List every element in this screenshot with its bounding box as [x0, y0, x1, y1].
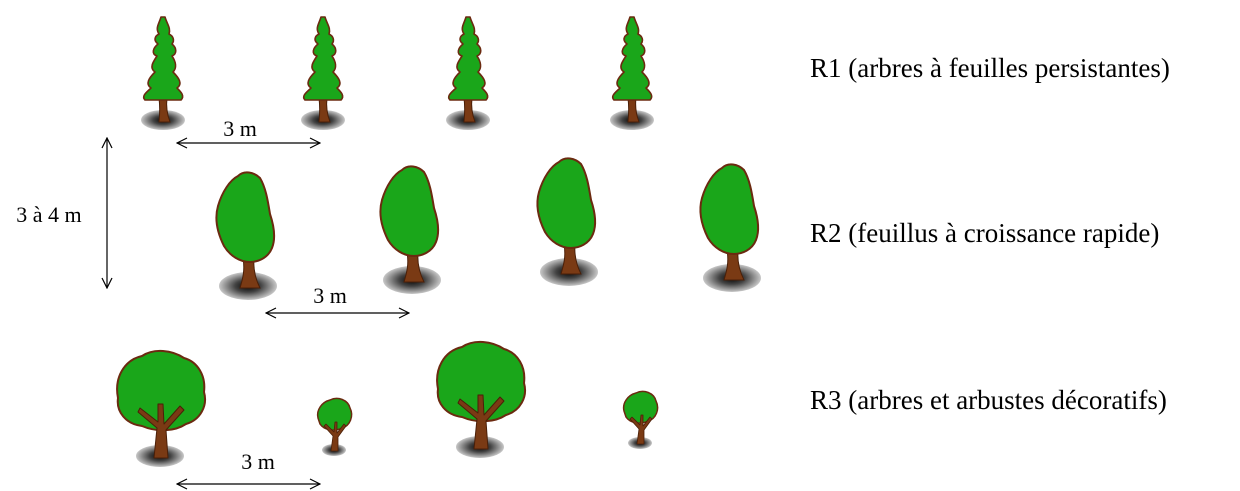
- shrub-icon: [622, 390, 659, 450]
- row-2-trees: [215, 157, 762, 301]
- conifer-tree-icon: [300, 16, 346, 131]
- spacing-label-r2: 3 m: [313, 283, 347, 308]
- poplar-tree-icon: [379, 165, 442, 295]
- row-2-label: R2 (feuillus à croissance rapide): [810, 218, 1159, 248]
- row-3-trees: [116, 340, 659, 468]
- row-spacing-label: 3 à 4 m: [16, 202, 81, 227]
- poplar-tree-icon: [536, 157, 599, 287]
- conifer-tree-icon: [140, 16, 186, 131]
- conifer-tree-icon: [445, 16, 491, 131]
- spacing-label-r1: 3 m: [223, 116, 257, 141]
- poplar-tree-icon: [699, 163, 762, 293]
- row-1-label: R1 (arbres à feuilles persistantes): [810, 53, 1170, 83]
- shrub-icon: [316, 397, 353, 457]
- spacing-label-r3: 3 m: [241, 449, 275, 474]
- conifer-tree-icon: [609, 16, 655, 131]
- poplar-tree-icon: [215, 171, 278, 301]
- large-tree-icon: [116, 349, 207, 468]
- row-1-trees: [140, 16, 655, 131]
- row-3-label: R3 (arbres et arbustes décoratifs): [810, 385, 1167, 415]
- large-tree-icon: [436, 340, 527, 459]
